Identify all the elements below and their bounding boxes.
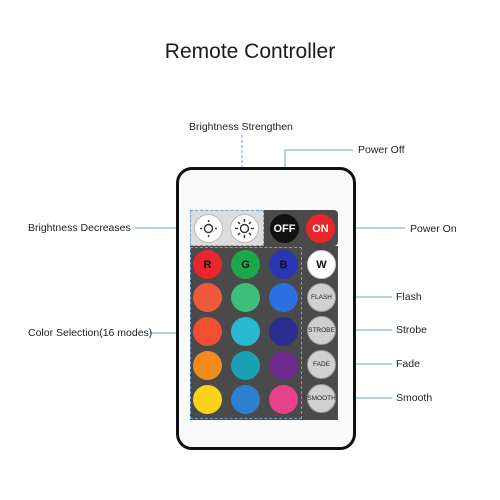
color-button[interactable] — [193, 317, 222, 346]
label-strobe: Strobe — [396, 324, 427, 336]
sun-bright-icon — [235, 219, 254, 238]
color-button[interactable] — [193, 283, 222, 312]
green-button[interactable]: G — [231, 250, 260, 279]
label-color-selection: Color Selection(16 modes) — [28, 327, 153, 339]
power-off-button[interactable]: OFF — [270, 214, 299, 243]
label-power-off: Power Off — [358, 144, 405, 156]
color-button[interactable] — [193, 351, 222, 380]
brightness-highlight — [190, 210, 264, 246]
fade-button[interactable]: FADE — [307, 350, 336, 379]
color-button[interactable] — [231, 385, 260, 414]
color-button[interactable] — [193, 385, 222, 414]
color-button[interactable] — [231, 351, 260, 380]
color-button[interactable] — [269, 385, 298, 414]
brightness-up-button[interactable] — [230, 214, 259, 243]
white-button[interactable]: W — [307, 250, 336, 279]
label-brightness-decreases: Brightness Decreases — [28, 222, 131, 234]
blue-button[interactable]: B — [269, 250, 298, 279]
color-button[interactable] — [269, 351, 298, 380]
page-title: Remote Controller — [164, 40, 336, 63]
color-selection-highlight — [190, 247, 302, 419]
color-button[interactable] — [269, 317, 298, 346]
red-button[interactable]: R — [193, 250, 222, 279]
flash-button[interactable]: FLASH — [307, 283, 336, 312]
label-flash: Flash — [396, 291, 422, 303]
brightness-down-button[interactable] — [194, 214, 223, 243]
color-button[interactable] — [269, 283, 298, 312]
label-fade: Fade — [396, 358, 420, 370]
color-button[interactable] — [231, 283, 260, 312]
smooth-button[interactable]: SMOOTH — [307, 384, 336, 413]
sun-dim-icon — [200, 220, 217, 237]
label-power-on: Power On — [410, 223, 457, 235]
power-on-button[interactable]: ON — [306, 214, 335, 243]
strobe-button[interactable]: STROBE — [307, 316, 336, 345]
label-brightness-strengthen: Brightness Strengthen — [189, 121, 293, 133]
color-button[interactable] — [231, 317, 260, 346]
label-smooth: Smooth — [396, 392, 433, 404]
